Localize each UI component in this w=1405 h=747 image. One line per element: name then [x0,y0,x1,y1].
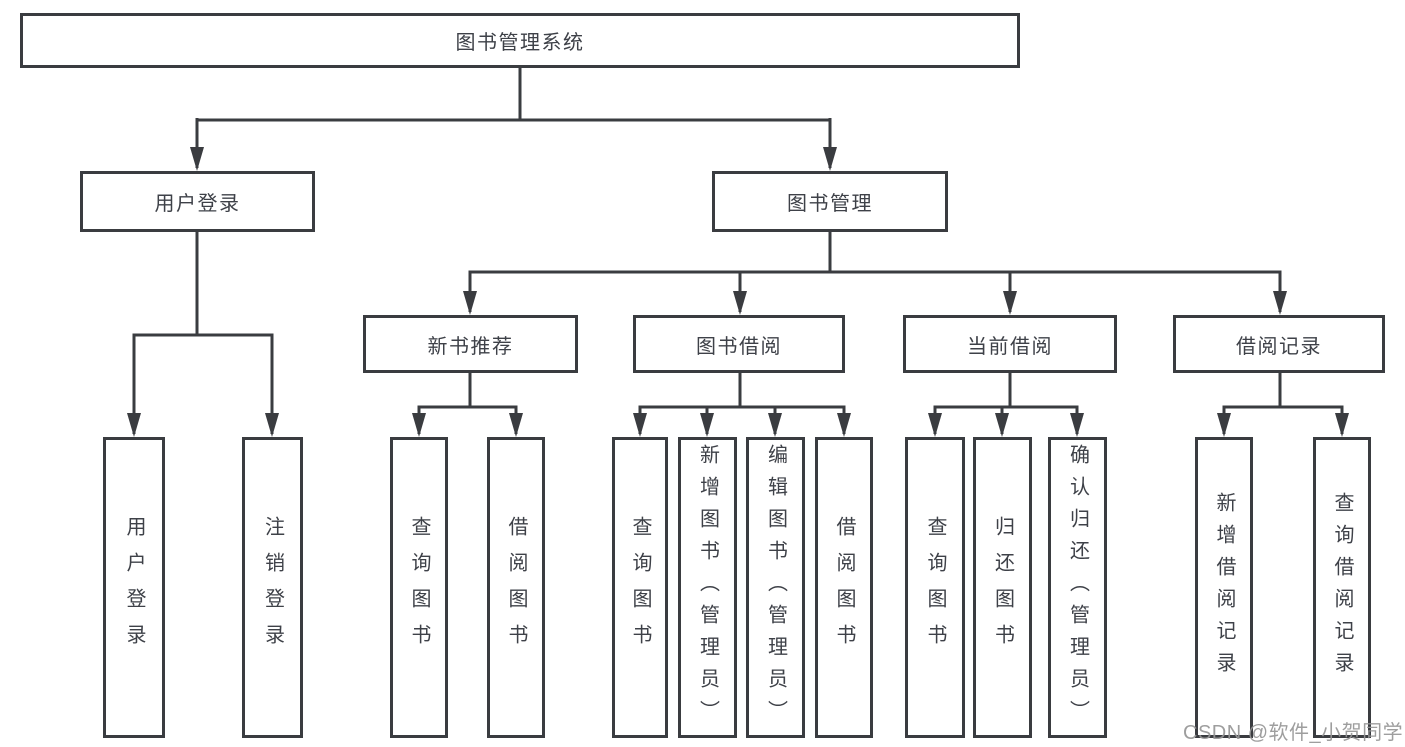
leaf-borrow-books: 借阅图书 [815,437,873,738]
arrow-down-icon [1003,291,1017,315]
arrow-down-icon [190,147,204,171]
node-label: 图书管理 [787,193,873,215]
arrow-down-icon [463,291,477,315]
leaf-query-books: 查询图书 [390,437,448,738]
connector-records-to-leaves [1222,373,1344,434]
arrow-down-icon [1273,291,1287,315]
leaf-add-borrow-record: 新增借阅记录 [1195,437,1253,738]
leaf-confirm-return-admin: 确认归还（管理员） [1048,437,1107,738]
leaf-edit-book-admin: 编辑图书（管理员） [746,437,805,738]
node-label: 查询图书 [924,515,946,660]
arrow-down-icon [700,413,714,437]
node-label: 新增借阅记录 [1213,491,1235,684]
node-borrowing-records: 借阅记录 [1173,315,1385,373]
connector-newbook-to-leaves [417,373,518,434]
node-current-borrowing: 当前借阅 [903,315,1117,373]
arrow-down-icon [127,413,141,437]
node-label: 图书借阅 [696,335,782,358]
leaf-logout: 注销登录 [242,437,303,738]
node-label: 新书推荐 [427,335,514,358]
node-label: 图书管理系统 [455,32,585,54]
arrow-down-icon [412,413,426,437]
leaf-query-books: 查询图书 [612,437,668,738]
node-label: 新增图书（管理员） [696,443,719,732]
node-user-login: 用户登录 [80,171,315,232]
connector-root-to-level2 [195,68,832,168]
node-label: 借阅图书 [505,515,527,660]
leaf-borrow-books: 借阅图书 [487,437,545,738]
node-label: 查询图书 [408,515,430,660]
arrow-down-icon [1335,413,1349,437]
node-label: 借阅记录 [1236,335,1322,358]
arrowheads [127,147,1349,437]
node-label: 查询借阅记录 [1331,491,1353,684]
node-label: 编辑图书（管理员） [764,443,787,732]
arrow-down-icon [768,413,782,437]
leaf-add-book-admin: 新增图书（管理员） [678,437,737,738]
arrow-down-icon [823,147,837,171]
arrow-down-icon [509,413,523,437]
node-new-book-recommend: 新书推荐 [363,315,578,373]
connector-borrow-to-leaves [638,373,846,434]
connector-bookmgmt-to-level3 [468,232,1282,312]
node-book-borrowing: 图书借阅 [633,315,845,373]
node-library-management-system: 图书管理系统 [20,13,1020,68]
leaf-user-login: 用户登录 [103,437,165,738]
arrow-down-icon [265,413,279,437]
leaf-return-books: 归还图书 [973,437,1032,738]
arrow-down-icon [995,413,1009,437]
arrow-down-icon [633,413,647,437]
node-label: 用户登录 [154,193,241,215]
node-label: 归还图书 [991,515,1014,660]
node-label: 确认归还（管理员） [1066,443,1089,732]
node-label: 注销登录 [261,515,284,660]
arrow-down-icon [837,413,851,437]
leaf-query-books: 查询图书 [905,437,965,738]
arrow-down-icon [1070,413,1084,437]
arrow-down-icon [928,413,942,437]
node-label: 当前借阅 [967,335,1053,358]
node-book-management: 图书管理 [712,171,948,232]
node-label: 查询图书 [629,515,651,660]
csdn-watermark: CSDN @软件_小贺同学 [1183,722,1404,744]
node-label: 用户登录 [123,515,145,660]
arrow-down-icon [733,291,747,315]
leaf-query-borrow-record: 查询借阅记录 [1313,437,1371,738]
node-label: 借阅图书 [833,515,855,660]
connector-userlogin-to-leaves [132,232,274,434]
arrow-down-icon [1217,413,1231,437]
connector-current-to-leaves [933,373,1079,434]
